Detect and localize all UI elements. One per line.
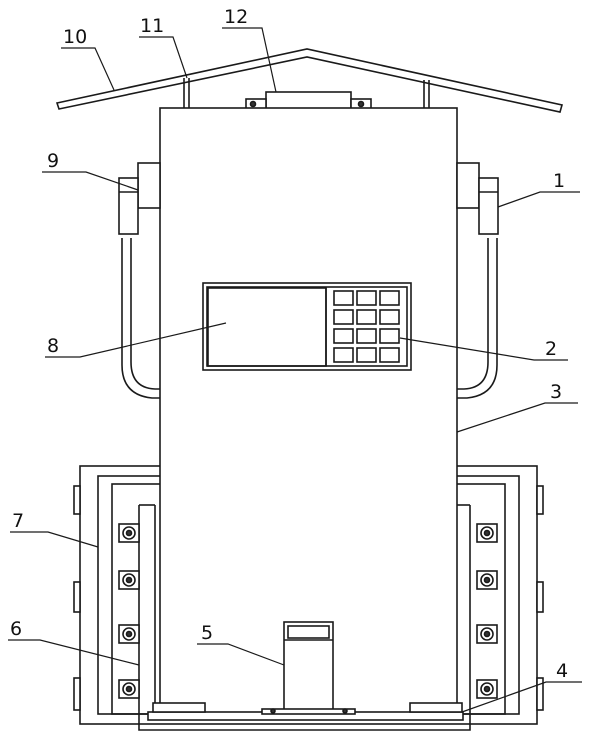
label-8: 8 [47,335,59,357]
roller-right-1 [476,523,498,543]
label-9: 9 [47,150,59,172]
roller-right-3 [476,624,498,644]
label-2: 2 [545,338,557,360]
roller-left-4 [118,679,140,699]
label-6: 6 [10,618,22,640]
roof-support-rods [183,78,430,110]
leader-lines [8,27,582,713]
roller-left-3 [118,624,140,644]
roller-left-2 [118,570,140,590]
keypad-key [356,328,377,344]
keypad-key [379,328,400,344]
keypad-key [356,347,377,363]
label-11: 11 [140,15,164,37]
carry-handle [121,238,498,399]
label-12: 12 [224,6,248,28]
keypad-key [379,347,400,363]
label-4: 4 [556,660,568,682]
keypad-key [356,309,377,325]
main-cabinet [159,107,458,714]
label-5: 5 [201,622,213,644]
top-module [245,91,372,110]
keypad-key [333,347,354,363]
keypad-key [333,328,354,344]
roller-right-2 [476,570,498,590]
label-10: 10 [63,26,87,48]
label-1: 1 [553,170,565,192]
keypad-key [333,290,354,306]
keypad-key [356,290,377,306]
roof-canopy [55,48,564,113]
roller-left-1 [118,523,140,543]
handle-mounts [118,162,499,235]
control-panel [202,282,412,371]
roller-right-4 [476,679,498,699]
base-plate [147,702,464,721]
keypad-key [379,309,400,325]
keypad-key [379,290,400,306]
side-rollers [118,523,498,699]
keypad [333,290,400,363]
keypad-key [333,309,354,325]
label-3: 3 [550,381,562,403]
reference-labels: 10 11 12 9 1 8 2 3 7 6 5 4 [10,6,568,682]
label-7: 7 [12,510,24,532]
bottom-mount [283,621,334,713]
